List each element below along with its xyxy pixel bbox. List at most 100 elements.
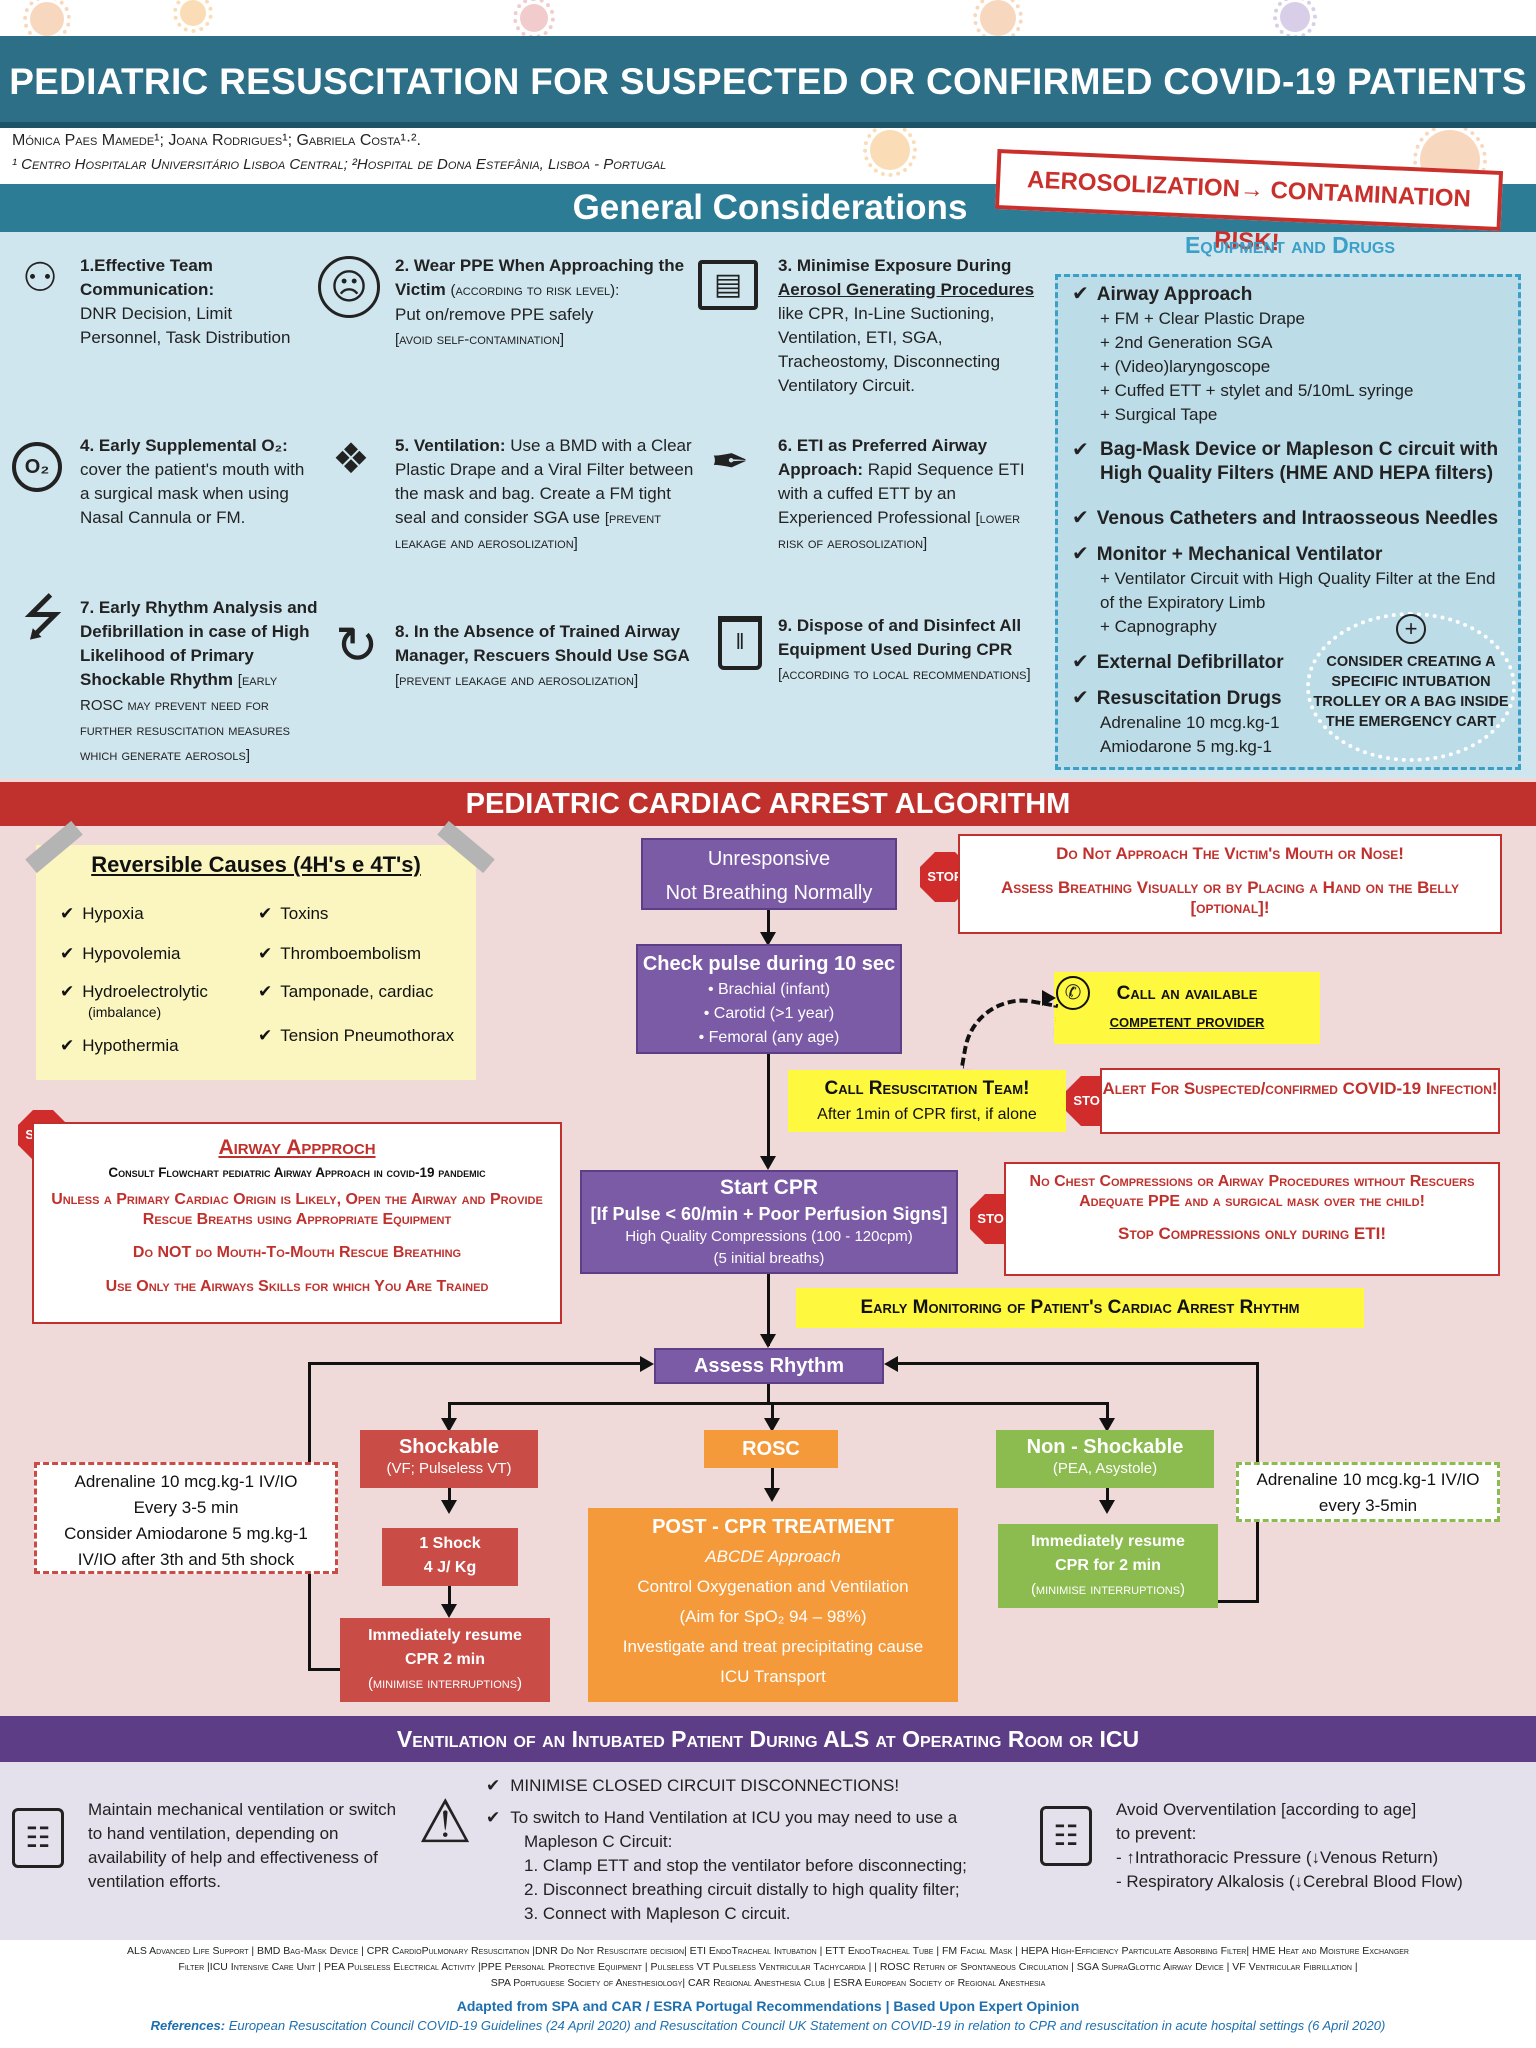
plus-circle-icon: +: [1396, 614, 1426, 644]
virus-decoration-icon: [973, 0, 1023, 43]
check-icon: ✔: [1072, 687, 1089, 709]
stop-note-mouth: Do Not Approach The Victim's Mouth or No…: [958, 834, 1502, 934]
virus-decoration-icon: [513, 0, 555, 39]
equipment-box: [1055, 274, 1521, 770]
arrow-head: [764, 1418, 780, 1432]
authors: Mónica Paes Mamede¹; Joana Rodrigues¹; G…: [12, 132, 421, 149]
arrow-head: [760, 1334, 776, 1348]
warning-icon: ⚠: [418, 1788, 472, 1855]
equipment-monitor: ✔Monitor + Mechanical Ventilator + Venti…: [1072, 543, 1496, 636]
check-icon: ✔: [486, 1808, 501, 1827]
ventilation-title-bar: [0, 1716, 1536, 1762]
arrow: [448, 1402, 451, 1424]
check-icon: ✔: [1072, 543, 1089, 565]
item-team-communication: 1.Effective Team Communication:DNR Decis…: [80, 256, 291, 347]
check-icon: ✔: [258, 944, 273, 963]
check-icon: ✔: [1072, 283, 1089, 305]
check-icon: ✔: [486, 1776, 501, 1795]
team-icon: ⚇: [22, 256, 58, 300]
arrow-head: [441, 1418, 457, 1432]
arrow-head: [640, 1356, 654, 1372]
ventilation-section: [0, 1762, 1536, 1940]
trash-icon: ‖: [718, 616, 762, 670]
arrow-head: [441, 1604, 457, 1618]
arrow: [1106, 1488, 1109, 1506]
arrow-head: [1099, 1500, 1115, 1514]
abbreviations-line: Filter |ICU Intensive Care Unit | PEA Pu…: [178, 1961, 1358, 1973]
references: References: European Resuscitation Counc…: [150, 2018, 1386, 2033]
arrow: [767, 910, 770, 942]
arrow-head: [760, 1156, 776, 1170]
reversible-causes-title: Reversible Causes (4H's e 4T's): [91, 852, 421, 877]
causes-right-list: ✔Toxins ✔Thromboembolism ✔Tamponade, car…: [258, 904, 455, 1045]
arrow: [767, 1274, 770, 1346]
arrow: [767, 1054, 770, 1164]
arrow: [1106, 1402, 1109, 1424]
ventilation-mid-text: ✔MINIMISE CLOSED CIRCUIT DISCONNECTIONS!…: [486, 1776, 967, 1923]
section-title: Ventilation of an Intubated Patient Duri…: [396, 1726, 1140, 1752]
item-wear-ppe: 2. Wear PPE When Approaching the Victim …: [395, 256, 685, 348]
no-chest-compressions-box: No Chest Compressions or Airway Procedur…: [1004, 1162, 1500, 1276]
oxygen-icon: O₂: [12, 442, 62, 492]
arrow-head: [441, 1500, 457, 1514]
equipment-airway: ✔Airway Approach + FM + Clear Plastic Dr…: [1072, 283, 1414, 424]
virus-decoration-icon: [173, 0, 213, 33]
bed-icon: ▤: [698, 260, 758, 310]
arrow-head: [760, 932, 776, 946]
arrow-head: [1042, 990, 1056, 1006]
ventilator-icon: ☷: [1040, 1806, 1092, 1866]
footer: [0, 1940, 1536, 2048]
shockable-box: Shockable(VF; Pulseless VT): [360, 1430, 538, 1488]
equipment-title: Equipment and Drugs: [1184, 232, 1396, 258]
virus-decoration-icon: [863, 123, 917, 177]
loop-line: [308, 1668, 358, 1671]
equipment-venous: ✔Venous Catheters and Intraosseous Needl…: [1072, 507, 1499, 529]
check-icon: ✔: [60, 944, 75, 963]
start-cpr-box: Start CPR [If Pulse < 60/min + Poor Perf…: [580, 1170, 958, 1274]
ppe-icon: ☹: [318, 256, 380, 318]
reversible-causes-note: [36, 845, 476, 1080]
loop-line: [308, 1362, 648, 1365]
causes-left-list: ✔Hypoxia ✔Hypovolemia ✔Hydroelectrolytic…: [60, 904, 208, 1055]
loop-line: [1218, 1600, 1259, 1603]
virus-decoration-icon: [23, 0, 71, 43]
abbreviations-line: SPA Portuguese Society of Anesthesiology…: [490, 1977, 1046, 1989]
ventilation-left-text: Maintain mechanical ventilation or switc…: [88, 1800, 397, 1891]
page-title: PEDIATRIC RESUSCITATION FOR SUSPECTED OR…: [9, 61, 1527, 102]
arrow: [448, 1402, 1108, 1405]
abbreviations-line: ALS Advanced Life Support | BMD Bag-Mask…: [126, 1945, 1409, 1957]
rosc-box: ROSC: [704, 1430, 838, 1468]
item-eti: 6. ETI as Preferred Airway Approach: Rap…: [778, 436, 1025, 552]
loop-line: [890, 1362, 1259, 1365]
arrow-head: [884, 1356, 898, 1372]
check-icon: ✔: [1072, 507, 1089, 529]
arrow: [771, 1402, 774, 1424]
arrow: [771, 1468, 774, 1488]
airway-approach-box: Airway Appproch Consult Flowchart pediat…: [32, 1122, 562, 1324]
check-icon: ✔: [60, 1036, 75, 1055]
arrow: [767, 1384, 770, 1404]
check-icon: ✔: [258, 982, 273, 1001]
check-icon: ✔: [1072, 439, 1089, 461]
arrow-head: [764, 1488, 780, 1502]
arrow: [448, 1586, 451, 1604]
section-title: PEDIATRIC CARDIAC ARREST ALGORITHM: [465, 788, 1071, 820]
equipment-defibrillator: ✔External Defibrillator: [1072, 651, 1284, 673]
alert-covid-box: Alert For Suspected/confirmed COVID-19 I…: [1100, 1068, 1500, 1134]
section-title: General Considerations: [572, 188, 968, 227]
equipment-bag-mask: ✔Bag-Mask Device or Mapleson C circuit w…: [1072, 439, 1499, 484]
equipment-drugs: ✔Resuscitation Drugs Adrenaline 10 mcg.k…: [1072, 687, 1282, 756]
early-monitoring-box: Early Monitoring of Patient's Cardiac Ar…: [796, 1288, 1364, 1328]
adapted-from: Adapted from SPA and CAR / ESRA Portugal…: [456, 1998, 1080, 2014]
check-icon: ✔: [1072, 651, 1089, 673]
bag-mask-icon: ❖: [332, 435, 370, 482]
item-supplemental-o2: 4. Early Supplemental O₂: cover the pati…: [80, 436, 305, 527]
non-shockable-box: Non - Shockable(PEA, Asystole): [996, 1430, 1214, 1488]
check-icon: ✔: [258, 1026, 273, 1045]
